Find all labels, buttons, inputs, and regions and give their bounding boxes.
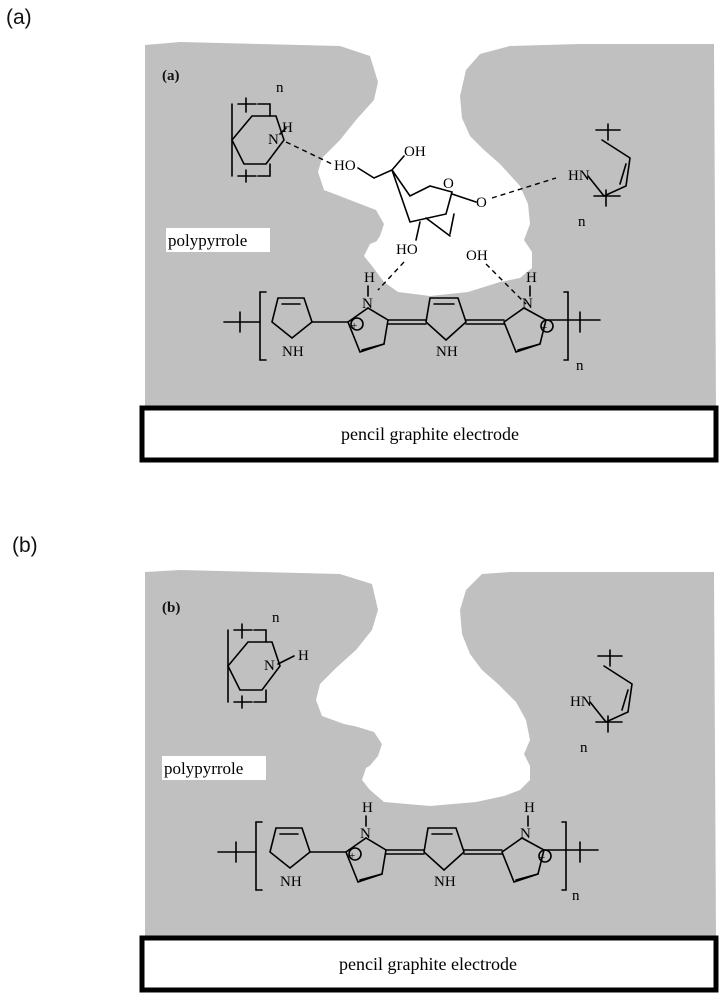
charge-2-text-b: +: [539, 852, 545, 864]
charge-1-text-b: +: [349, 850, 355, 862]
atom-oh-1-a: OH: [404, 144, 426, 160]
atom-nh-1-b: NH: [280, 874, 302, 890]
atom-nh-2-b: NH: [434, 874, 456, 890]
pyrrole-monomer-topleft-a: N H n: [231, 80, 293, 183]
atom-h-topleft-a: H: [282, 120, 293, 136]
atom-o-keto-a: O: [476, 195, 487, 211]
panel-a: (a) (a) polypyrrole N H n HO: [6, 6, 719, 463]
repeat-n-chain-b: n: [572, 888, 580, 904]
atom-h-2-b: H: [524, 800, 535, 816]
electrode-label-a: pencil graphite electrode: [341, 424, 519, 444]
hbond-3-a: [377, 261, 405, 291]
ascorbic-acid-a: HO OH O O HO OH: [334, 144, 488, 264]
pyrrole-monomer-right-a: HN n: [568, 123, 631, 230]
pyrrole-monomer-topleft-b: N H n: [227, 610, 309, 709]
atom-n-topleft-a: N: [268, 132, 279, 148]
hbond-4-a: [485, 263, 527, 305]
repeat-n-right-a: n: [578, 214, 586, 230]
hbond-2-a: [491, 177, 557, 199]
pore-a: [322, 100, 526, 286]
atom-h-1-b: H: [362, 800, 373, 816]
panel-a-outer-label: (a): [6, 6, 32, 29]
pore-b: [320, 628, 526, 802]
polymer-label-a: polypyrrole: [168, 231, 247, 250]
atom-n-topleft-b: N: [264, 658, 275, 674]
polymer-matrix-b: [145, 570, 716, 936]
polymer-matrix-a: [145, 42, 716, 406]
charge-1-text-a: +: [351, 320, 357, 332]
atom-hn-right-a: HN: [568, 168, 590, 184]
atom-h-1-a: H: [364, 270, 375, 286]
atom-h-topleft-b: H: [298, 648, 309, 664]
atom-n-1-a: N: [362, 296, 373, 312]
repeat-n-right-b: n: [580, 740, 588, 756]
atom-hn-right-b: HN: [570, 694, 592, 710]
atom-ho-1-a: HO: [334, 158, 356, 174]
atom-h-2-a: H: [526, 270, 537, 286]
repeat-n-chain-a: n: [576, 358, 584, 374]
polymer-label-bg-b: [162, 756, 266, 780]
electrode-b: [139, 935, 719, 993]
repeat-n-topleft-b: n: [272, 610, 280, 626]
polypyrrole-chain-b: NH + N H NH + N H n: [217, 800, 599, 904]
charge-1-a: [350, 317, 364, 331]
repeat-n-topleft-a: n: [276, 80, 284, 96]
polymer-label-bg-a: [166, 228, 270, 252]
panel-b-inner-label: (b): [162, 600, 180, 616]
charge-2-text-a: +: [541, 322, 547, 334]
atom-n-2-b: N: [520, 826, 531, 842]
atom-n-1-b: N: [360, 826, 371, 842]
atom-nh-1-a: NH: [282, 344, 304, 360]
atom-n-2-a: N: [522, 296, 533, 312]
pyrrole-monomer-right-b: HN n: [570, 649, 633, 756]
polymer-label-b: polypyrrole: [164, 759, 243, 778]
atom-ho-2-a: HO: [396, 242, 418, 258]
panel-a-inner-label: (a): [162, 68, 180, 84]
electrode-a: [139, 405, 719, 463]
panel-b-outer-label: (b): [12, 534, 38, 557]
electrode-label-b: pencil graphite electrode: [339, 954, 517, 974]
panel-b: (b) (b) polypyrrole N H n: [12, 534, 719, 993]
atom-oh-2-a: OH: [466, 248, 488, 264]
atom-nh-2-a: NH: [436, 344, 458, 360]
polypyrrole-chain-a: NH + N H NH + N H n: [223, 270, 601, 374]
atom-o-ring-a: O: [443, 176, 454, 192]
charge-1-b: [348, 847, 362, 861]
